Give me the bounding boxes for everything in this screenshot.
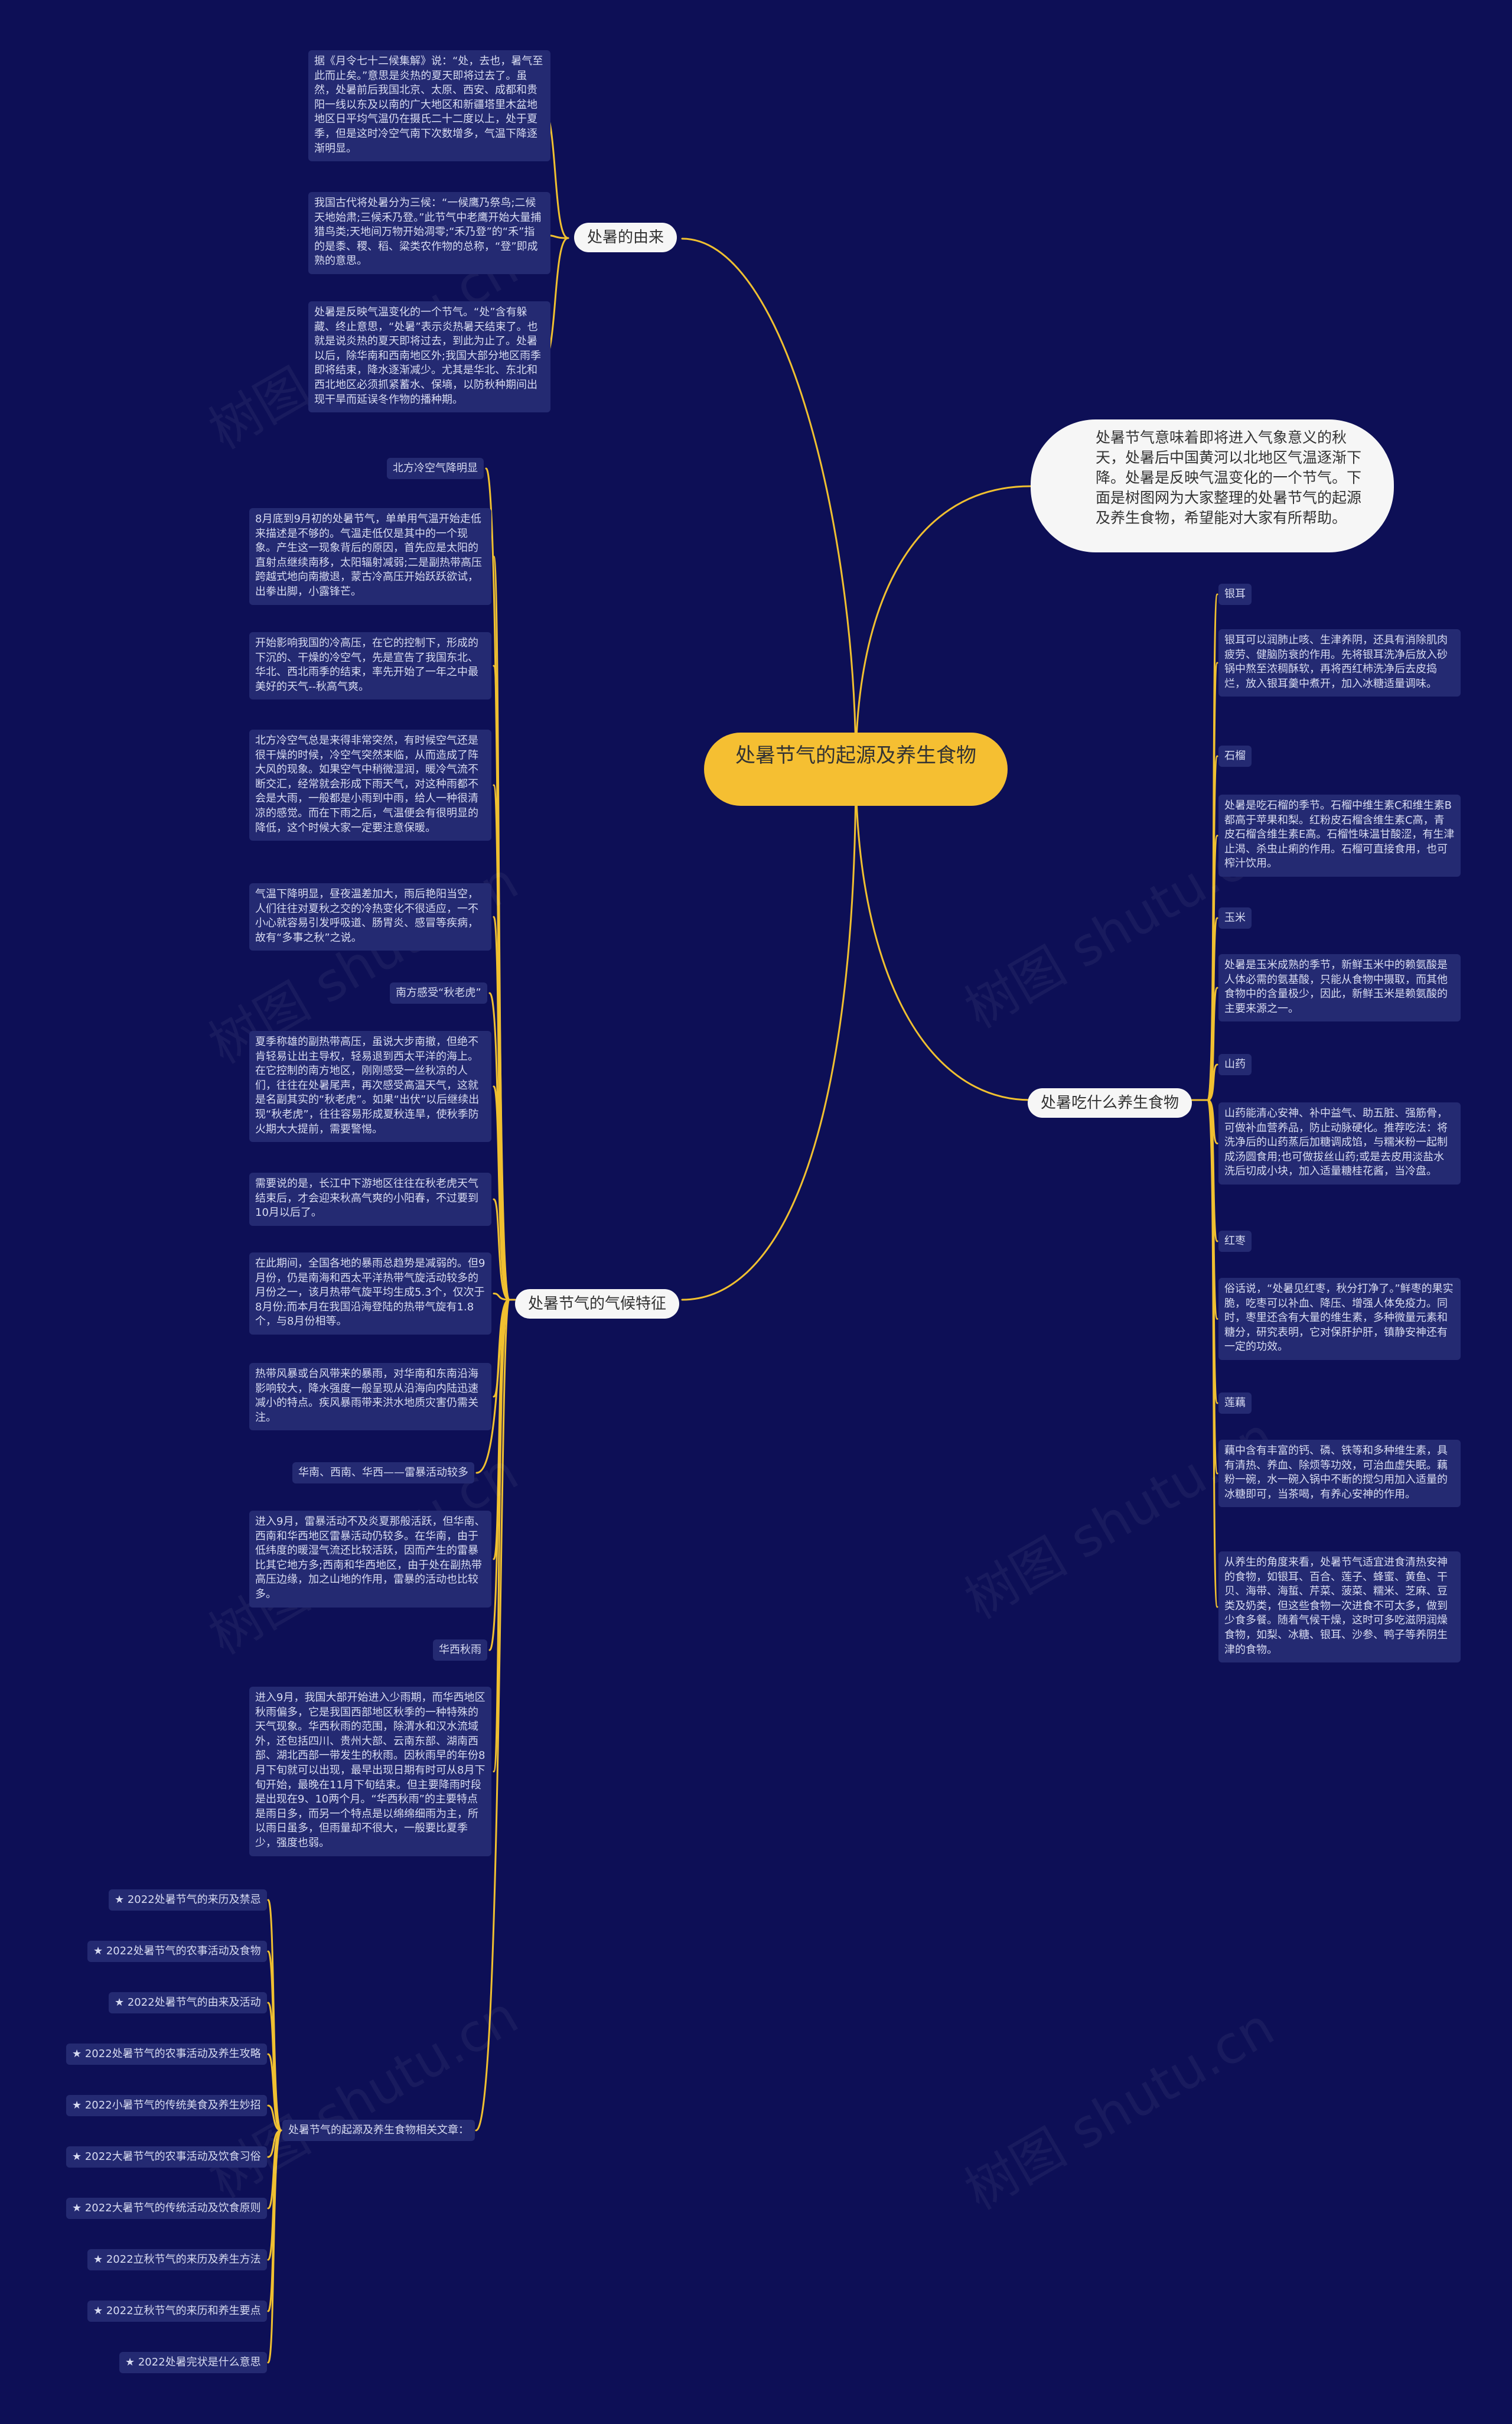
food-item[interactable]: 从养生的角度来看，处暑节气适宜进食清热安神的食物，如银耳、百合、莲子、蜂蜜、黄鱼… [1218, 1551, 1461, 1663]
related-article-link[interactable]: ★ 2022立秋节气的来历和养生要点 [87, 2301, 267, 2322]
central-topic[interactable]: 处暑节气的起源及养生食物 [704, 733, 1008, 806]
edge-related-link [267, 2129, 282, 2364]
edge-climate-child [493, 1299, 510, 1772]
food-item[interactable]: 处暑是吃石榴的季节。石榴中维生素C和维生素B都高于苹果和梨。红粉皮石榴含维生素C… [1218, 795, 1461, 877]
origin-item[interactable]: 据《月令七十二候集解》说：“处，去也，暑气至此而止矣。”意思是炎热的夏天即将过去… [308, 50, 550, 162]
related-article-link[interactable]: ★ 2022处暑节气的由来及活动 [109, 1992, 267, 2013]
climate-item[interactable]: 在此期间，全国各地的暴雨总趋势是减弱的。但9月份，仍是南海和西太平洋热带气旋活动… [249, 1252, 491, 1335]
climate-item[interactable]: 热带风暴或台风带来的暴雨，对华南和东南沿海影响较大，降水强度一般呈现从沿海向内陆… [249, 1363, 491, 1431]
climate-item[interactable]: 需要说的是，长江中下游地区往往在秋老虎天气结束后，才会迎来秋高气爽的小阳春，不过… [249, 1173, 491, 1226]
branch-climate[interactable]: 处暑节气的气候特征 [515, 1289, 680, 1319]
edge-food-child [1207, 1063, 1218, 1101]
food-subheading[interactable]: 玉米 [1218, 907, 1252, 929]
related-article-link[interactable]: ★ 2022小暑节气的传统美食及养生妙招 [66, 2095, 267, 2116]
climate-item[interactable]: 气温下降明显，昼夜温差加大，雨后艳阳当空，人们往往对夏秋之交的冷热变化不很适应，… [249, 883, 491, 951]
climate-item[interactable]: 北方冷空气总是来得非常突然，有时候空气还是很干燥的时候，冷空气突然来临，从而造成… [249, 730, 491, 841]
edge-climate-child [493, 1085, 510, 1301]
branch-origin[interactable]: 处暑的由来 [574, 223, 677, 252]
related-article-link[interactable]: ★ 2022处暑节气的来历及禁忌 [109, 1889, 267, 1911]
climate-subheading[interactable]: 华西秋雨 [433, 1639, 487, 1661]
edge-climate-related [475, 1299, 510, 2132]
related-article-link[interactable]: ★ 2022处暑节气的农事活动及食物 [87, 1941, 267, 1962]
related-article-link[interactable]: ★ 2022处暑节气的农事活动及养生攻略 [66, 2044, 267, 2065]
edge-food-child [1207, 1099, 1218, 1608]
intro-summary[interactable]: 处暑节气意味着即将进入气象意义的秋天，处暑后中国黄河以北地区气温逐渐下降。处暑是… [1031, 419, 1394, 552]
climate-item[interactable]: 开始影响我国的冷高压，在它的控制下，形成的下沉的、干燥的冷空气，先是宣告了我国东… [249, 632, 491, 700]
related-article-link[interactable]: ★ 2022大暑节气的传统活动及饮食原则 [66, 2198, 267, 2219]
related-article-link[interactable]: ★ 2022处暑完状是什么意思 [119, 2352, 267, 2373]
edge-center-climate [681, 766, 857, 1301]
edge-climate-child [493, 1293, 510, 1301]
edge-center-intro [855, 485, 1032, 768]
climate-subheading[interactable]: 北方冷空气降明显 [387, 458, 484, 479]
food-subheading[interactable]: 石榴 [1218, 746, 1252, 767]
food-item[interactable]: 山药能清心安神、补中益气、助五脏、强筋骨，可做补血营养品，防止动脉硬化。推荐吃法… [1218, 1102, 1461, 1185]
edge-related-link [267, 2104, 282, 2132]
origin-item[interactable]: 处暑是反映气温变化的一个节气。“处”含有躲藏、终止意思，“处暑”表示炎热暑天结束… [308, 301, 550, 413]
food-item[interactable]: 俗话说，“处暑见红枣，秋分打净了。”鲜枣的果实脆，吃枣可以补血、降压、增强人体免… [1218, 1278, 1461, 1360]
climate-item[interactable]: 进入9月，雷暴活动不及炎夏那般活跃，但华南、西南和华西地区雷暴活动仍较多。在华南… [249, 1511, 491, 1608]
climate-item[interactable]: 夏季称雄的副热带高压，虽说大步南撤，但绝不肯轻易让出主导权，轻易退到西太平洋的海… [249, 1031, 491, 1143]
food-item[interactable]: 处暑是玉米成熟的季节，新鲜玉米中的赖氨酸是人体必需的氨基酸，只能从食物中摄取，而… [1218, 954, 1461, 1022]
related-article-link[interactable]: ★ 2022大暑节气的农事活动及饮食习俗 [66, 2146, 267, 2168]
edge-related-link [267, 2053, 282, 2132]
climate-subheading[interactable]: 华南、西南、华西——雷暴活动较多 [292, 1462, 474, 1483]
climate-item[interactable]: 进入9月，我国大部开始进入少雨期，而华西地区秋雨偏多，它是我国西部地区秋季的一种… [249, 1687, 491, 1856]
origin-item[interactable]: 我国古代将处暑分为三候：“一候鹰乃祭鸟;二候天地始肃;三候禾乃登。”此节气中老鹰… [308, 192, 550, 274]
edge-food-child [1207, 987, 1218, 1101]
climate-item[interactable]: 8月底到9月初的处暑节气，单单用气温开始走低来描述是不够的。气温走低仅是其中的一… [249, 508, 491, 605]
food-subheading[interactable]: 山药 [1218, 1054, 1252, 1075]
edge-climate-child [493, 1198, 510, 1301]
food-item[interactable]: 银耳可以润肺止咳、生津养阴，还具有消除肌肉疲劳、健脑防衰的作用。先将银耳洗净后放… [1218, 629, 1461, 697]
related-articles-heading[interactable]: 处暑节气的起源及养生食物相关文章： [282, 2120, 475, 2141]
edge-center-food [855, 766, 1032, 1101]
food-item[interactable]: 藕中含有丰富的钙、磷、铁等和多种维生素，具有清热、养血、除烦等功效，可治血虚失眠… [1218, 1440, 1461, 1508]
food-subheading[interactable]: 红枣 [1218, 1231, 1252, 1252]
edge-center-origin [681, 237, 857, 768]
related-article-link[interactable]: ★ 2022立秋节气的来历及养生方法 [87, 2249, 267, 2270]
food-subheading[interactable]: 莲藕 [1218, 1392, 1252, 1414]
branch-food[interactable]: 处暑吃什么养生食物 [1028, 1088, 1192, 1118]
food-subheading[interactable]: 银耳 [1218, 584, 1252, 605]
climate-subheading[interactable]: 南方感受“秋老虎” [390, 982, 487, 1004]
